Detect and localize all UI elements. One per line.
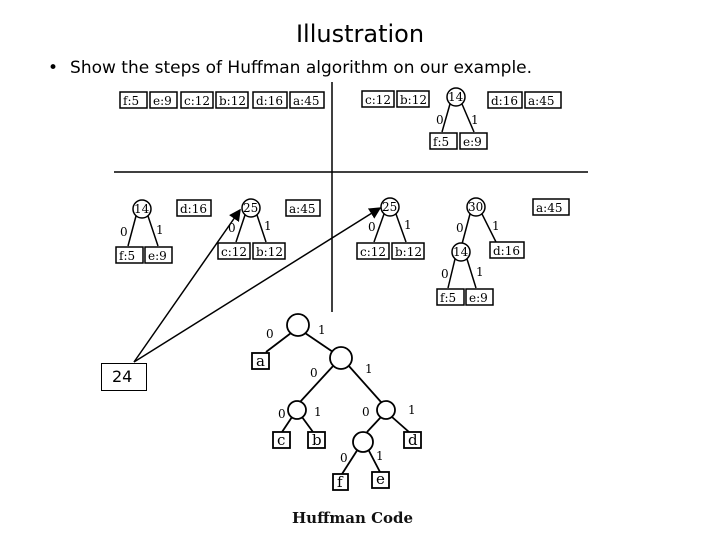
final-n4-edge-1: 1 — [376, 449, 384, 463]
step3-leaf-e9: e:9 — [148, 249, 167, 263]
bullet-item: • Show the steps of Huffman algorithm on … — [48, 58, 532, 78]
final-n1-edge-1: 1 — [365, 362, 373, 376]
final-leaf-f: f — [337, 473, 344, 491]
step2-box-b12: b:12 — [400, 93, 427, 107]
bullet-dot: • — [48, 58, 59, 78]
step3-leaf-c12: c:12 — [221, 245, 247, 259]
step2-leaf-e9: e:9 — [463, 135, 482, 149]
step3-t14-edge-0: 0 — [120, 225, 128, 239]
final-root-edge-1: 1 — [318, 323, 326, 337]
final-leaf-c: c — [277, 431, 285, 449]
final-n3-edge-1: 1 — [408, 403, 416, 417]
step2-box-c12: c:12 — [365, 93, 391, 107]
step1-forest — [119, 91, 325, 109]
step1-box-b12: b:12 — [219, 94, 246, 108]
final-leaf-d: d — [408, 431, 418, 449]
step4-t30-edge-1: 1 — [492, 219, 500, 233]
step1-box-c12: c:12 — [184, 94, 210, 108]
step4-t14-edge-1: 1 — [476, 265, 484, 279]
slide-title: Illustration — [295, 20, 425, 48]
final-leaf-b: b — [312, 431, 322, 449]
arrow-to-step3-node-25 — [133, 208, 241, 363]
final-n2-edge-1: 1 — [314, 405, 322, 419]
final-n2-edge-0: 0 — [278, 407, 286, 421]
arrow-to-step4-node-25 — [133, 207, 382, 363]
step2-edge-1: 1 — [471, 113, 479, 127]
step4-t30-edge-0: 0 — [456, 221, 464, 235]
step4-t14-edge-0: 0 — [441, 267, 449, 281]
bullet-text: Show the steps of Huffman algorithm on o… — [70, 58, 533, 78]
step4-box-a45: a:45 — [536, 201, 562, 215]
step4-node-25: 25 — [382, 200, 397, 214]
final-n1-edge-0: 0 — [310, 366, 318, 380]
step3-leaf-b12: b:12 — [256, 245, 283, 259]
step3-box-a45: a:45 — [289, 202, 315, 216]
step2-box-a45: a:45 — [528, 94, 554, 108]
step2-box-d16: d:16 — [491, 94, 518, 108]
step4-leaf-f5: f:5 — [440, 291, 456, 305]
step4-forest — [356, 197, 570, 306]
step2-node-14: 14 — [448, 90, 464, 104]
step3-t14-edge-1: 1 — [156, 223, 164, 237]
step4-t25-edge-0: 0 — [368, 220, 376, 234]
step4-leaf-e9: e:9 — [469, 291, 488, 305]
step3-forest — [115, 198, 321, 264]
step4-t25-edge-1: 1 — [404, 218, 412, 232]
step4-leaf-b12: b:12 — [395, 245, 422, 259]
step3-leaf-f5: f:5 — [119, 249, 135, 263]
callout-box: 24 — [101, 363, 147, 391]
final-leaf-a: a — [256, 352, 265, 370]
step3-node-25: 25 — [243, 201, 258, 215]
diagram-caption: Huffman Code — [292, 509, 413, 527]
step1-box-a45: a:45 — [293, 94, 319, 108]
step4-box-d16: d:16 — [493, 244, 520, 258]
step2-leaf-f5: f:5 — [433, 135, 449, 149]
step1-box-f5: f:5 — [123, 94, 139, 108]
final-tree — [251, 313, 422, 491]
step3-t25-edge-0: 0 — [228, 221, 236, 235]
step2-edge-0: 0 — [436, 113, 444, 127]
step3-t25-edge-1: 1 — [264, 219, 272, 233]
step1-box-d16: d:16 — [256, 94, 283, 108]
step4-node-30: 30 — [468, 200, 483, 214]
final-leaf-e: e — [376, 470, 385, 488]
step3-box-d16: d:16 — [180, 202, 207, 216]
final-root-edge-0: 0 — [266, 327, 274, 341]
step2-forest — [361, 87, 562, 150]
final-n3-edge-0: 0 — [362, 405, 370, 419]
step1-box-e9: e:9 — [153, 94, 172, 108]
step3-node-14: 14 — [134, 202, 150, 216]
step4-leaf-c12: c:12 — [360, 245, 386, 259]
final-n4-edge-0: 0 — [340, 451, 348, 465]
step4-node-14: 14 — [453, 245, 469, 259]
